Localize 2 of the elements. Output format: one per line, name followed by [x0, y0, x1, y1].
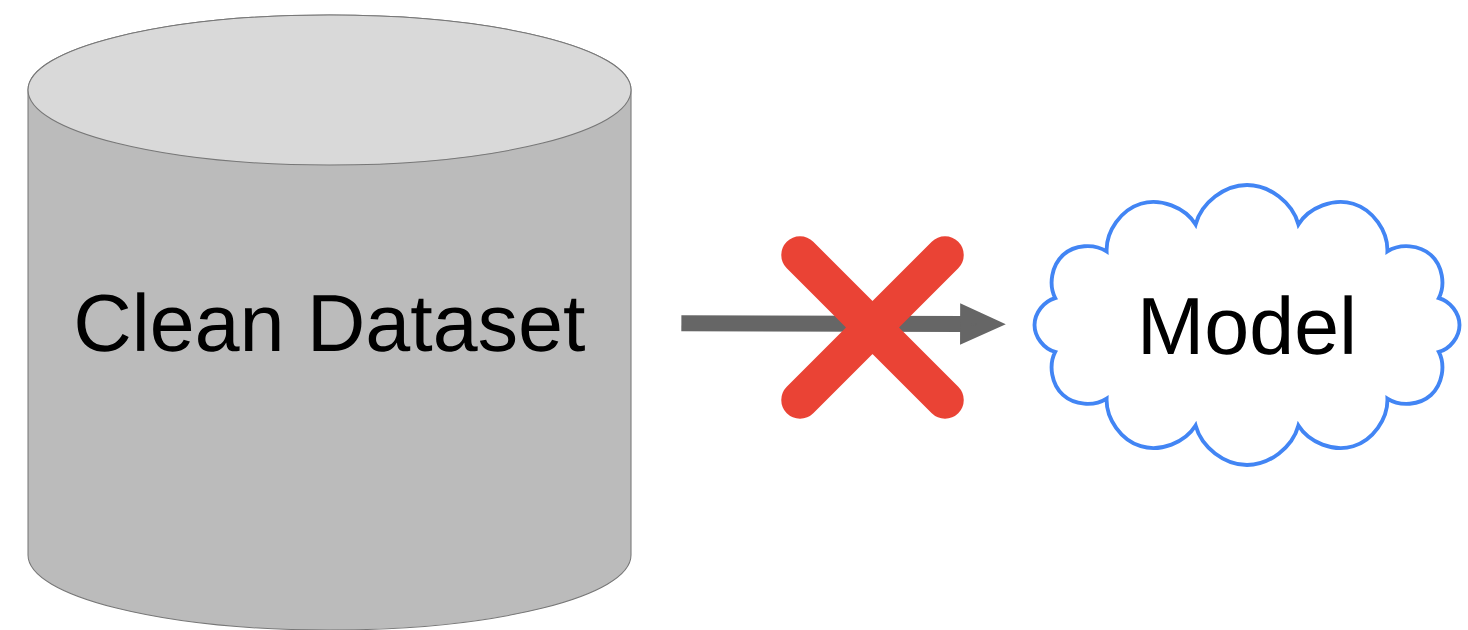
- cylinder: Clean Dataset: [27, 14, 632, 630]
- cloud: Model: [1032, 183, 1462, 467]
